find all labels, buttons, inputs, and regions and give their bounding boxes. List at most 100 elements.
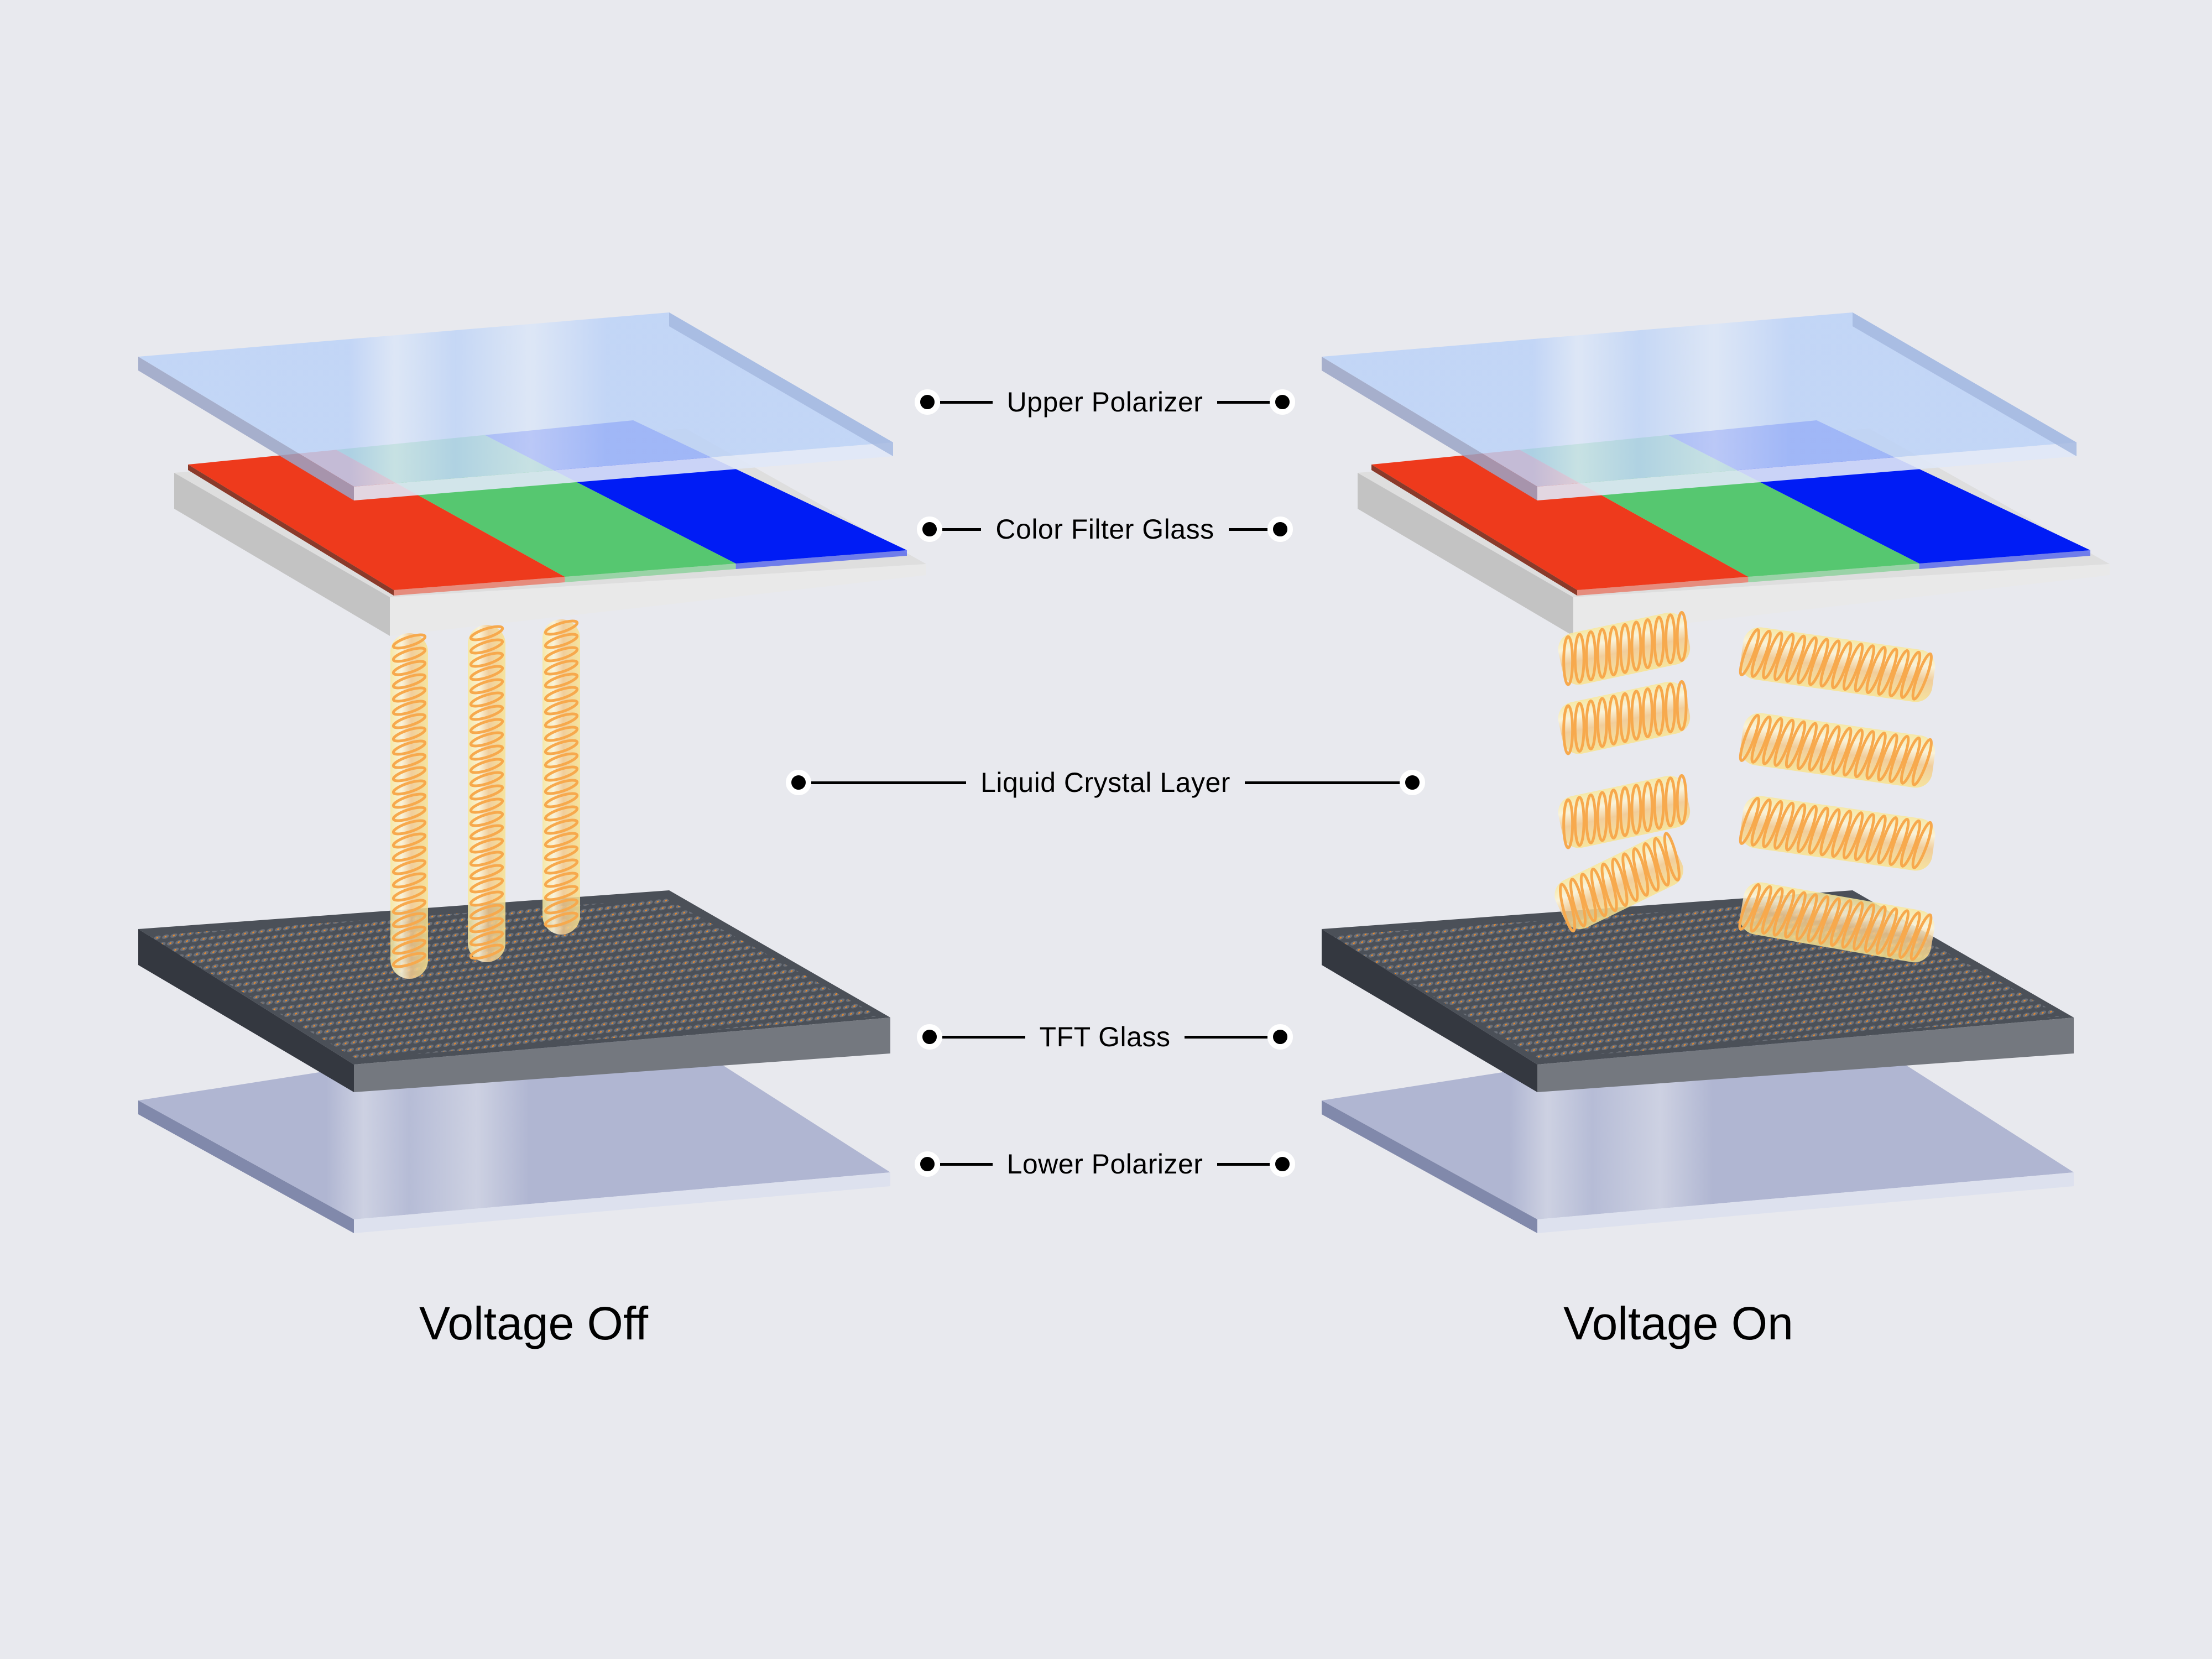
liquid-crystal-molecule (390, 633, 428, 979)
subpixel-green-edge (1748, 564, 1919, 582)
molecule-coil (1762, 717, 1783, 765)
molecule-coil (392, 806, 427, 822)
molecule-coil (544, 646, 579, 662)
connector-line-right (1244, 781, 1400, 784)
liquid-crystal-molecule (542, 619, 580, 935)
molecule-coil (1600, 862, 1618, 912)
lower-polarizer-top (138, 1020, 890, 1219)
molecule-coil (1653, 615, 1665, 667)
molecule-coil (469, 678, 504, 695)
molecule-coil (1676, 611, 1688, 662)
molecule-coil (392, 646, 427, 663)
molecule-coil (1761, 887, 1784, 935)
molecule-coil (1853, 903, 1876, 951)
molecule-coil (1818, 897, 1841, 945)
liquid-crystal-molecule (1558, 774, 1691, 849)
molecule-coil (1785, 634, 1807, 683)
upper-polarizer-top (138, 312, 893, 487)
molecule-coil (1808, 806, 1829, 855)
molecule-coil (1854, 644, 1875, 693)
connector-line-left (940, 400, 993, 404)
molecule-coil (1739, 628, 1761, 676)
molecule-coil (1579, 873, 1597, 922)
tft-glass-front-edge (1537, 1018, 2074, 1092)
molecule-coil (1619, 786, 1631, 837)
molecule-coil (1562, 704, 1574, 755)
connector-dot-left (917, 517, 943, 542)
molecule-coil (1663, 832, 1681, 882)
molecule-coil (469, 943, 504, 960)
molecule-coil (1653, 685, 1665, 736)
molecule-coil (1773, 801, 1795, 850)
tft-glass-layer (1322, 890, 2074, 1092)
molecule-coil (392, 792, 427, 809)
connector-dot-right (1267, 517, 1293, 542)
molecule-coil (544, 686, 579, 702)
molecule-coil (1630, 620, 1642, 672)
molecule-coil (392, 700, 427, 716)
molecule-coil (544, 712, 579, 729)
molecule-coil (1842, 811, 1864, 860)
molecule-coil (1877, 648, 1898, 696)
molecule-coil (1653, 779, 1665, 830)
molecule-coil (1562, 635, 1574, 686)
molecule-coil (469, 797, 504, 814)
upper-polarizer-top (1322, 312, 2077, 487)
liquid-crystal-molecule (1739, 796, 1936, 871)
molecule-coil (469, 705, 504, 721)
molecule-coil (544, 885, 579, 901)
molecule-coil (392, 753, 427, 769)
molecule-coil (1611, 857, 1629, 907)
layer-label-text: Liquid Crystal Layer (980, 767, 1230, 798)
molecule-coil (469, 625, 504, 641)
molecule-coil (469, 864, 504, 880)
layer-label-lower-polarizer: Lower Polarizer (914, 1142, 1296, 1186)
liquid-crystal-molecule (1558, 611, 1691, 686)
layer-label-text: Color Filter Glass (995, 514, 1214, 545)
molecule-coil (1819, 639, 1841, 688)
molecule-coil (469, 638, 504, 655)
molecule-coil (469, 890, 504, 907)
molecule-coil (1750, 885, 1772, 933)
connector-dot-left (914, 389, 940, 415)
molecule-coil (392, 739, 427, 756)
molecule-coil (544, 633, 579, 649)
liquid-crystal-molecules (1554, 611, 1936, 963)
molecule-coil (392, 859, 427, 875)
molecule-coil (1888, 734, 1910, 783)
connector-line-left (811, 781, 967, 784)
molecule-coil (392, 952, 427, 968)
layer-label-upper-polarizer: Upper Polarizer (914, 380, 1296, 424)
lower-polarizer-layer (1322, 1020, 2074, 1233)
molecule-coil (1808, 723, 1829, 772)
molecule-coil (1750, 629, 1772, 678)
connector-line-right (1217, 400, 1270, 404)
lower-polarizer-front-edge (1537, 1172, 2074, 1233)
panel-voltage-on (1322, 312, 2110, 1233)
molecule-coil (544, 911, 579, 928)
molecule-coil (1864, 905, 1887, 953)
tft-glass-left-edge (138, 929, 354, 1092)
molecule-coil (392, 899, 427, 915)
lower-polarizer-left-edge (1322, 1100, 1537, 1233)
molecule-coil (469, 904, 504, 920)
molecule-coil (392, 660, 427, 676)
connector-dot-right (1270, 1151, 1296, 1177)
molecule-coil (1630, 690, 1642, 741)
molecule-coil (1773, 633, 1795, 681)
molecule-coil (469, 851, 504, 867)
molecule-coil (1676, 680, 1688, 731)
molecule-coil (1795, 893, 1818, 941)
subpixel-red (188, 450, 565, 590)
molecule-coil (1596, 697, 1608, 748)
molecule-coil (544, 699, 579, 716)
molecule-coil (1573, 633, 1585, 684)
layer-label-text: Upper Polarizer (1006, 387, 1203, 418)
molecule-coil (1796, 636, 1818, 685)
molecule-coil (392, 846, 427, 862)
caption-voltage-on: Voltage On (1563, 1297, 1793, 1349)
molecule-coil (1642, 842, 1660, 892)
tft-glass-layer (138, 890, 890, 1092)
molecule-coil (1888, 817, 1910, 866)
